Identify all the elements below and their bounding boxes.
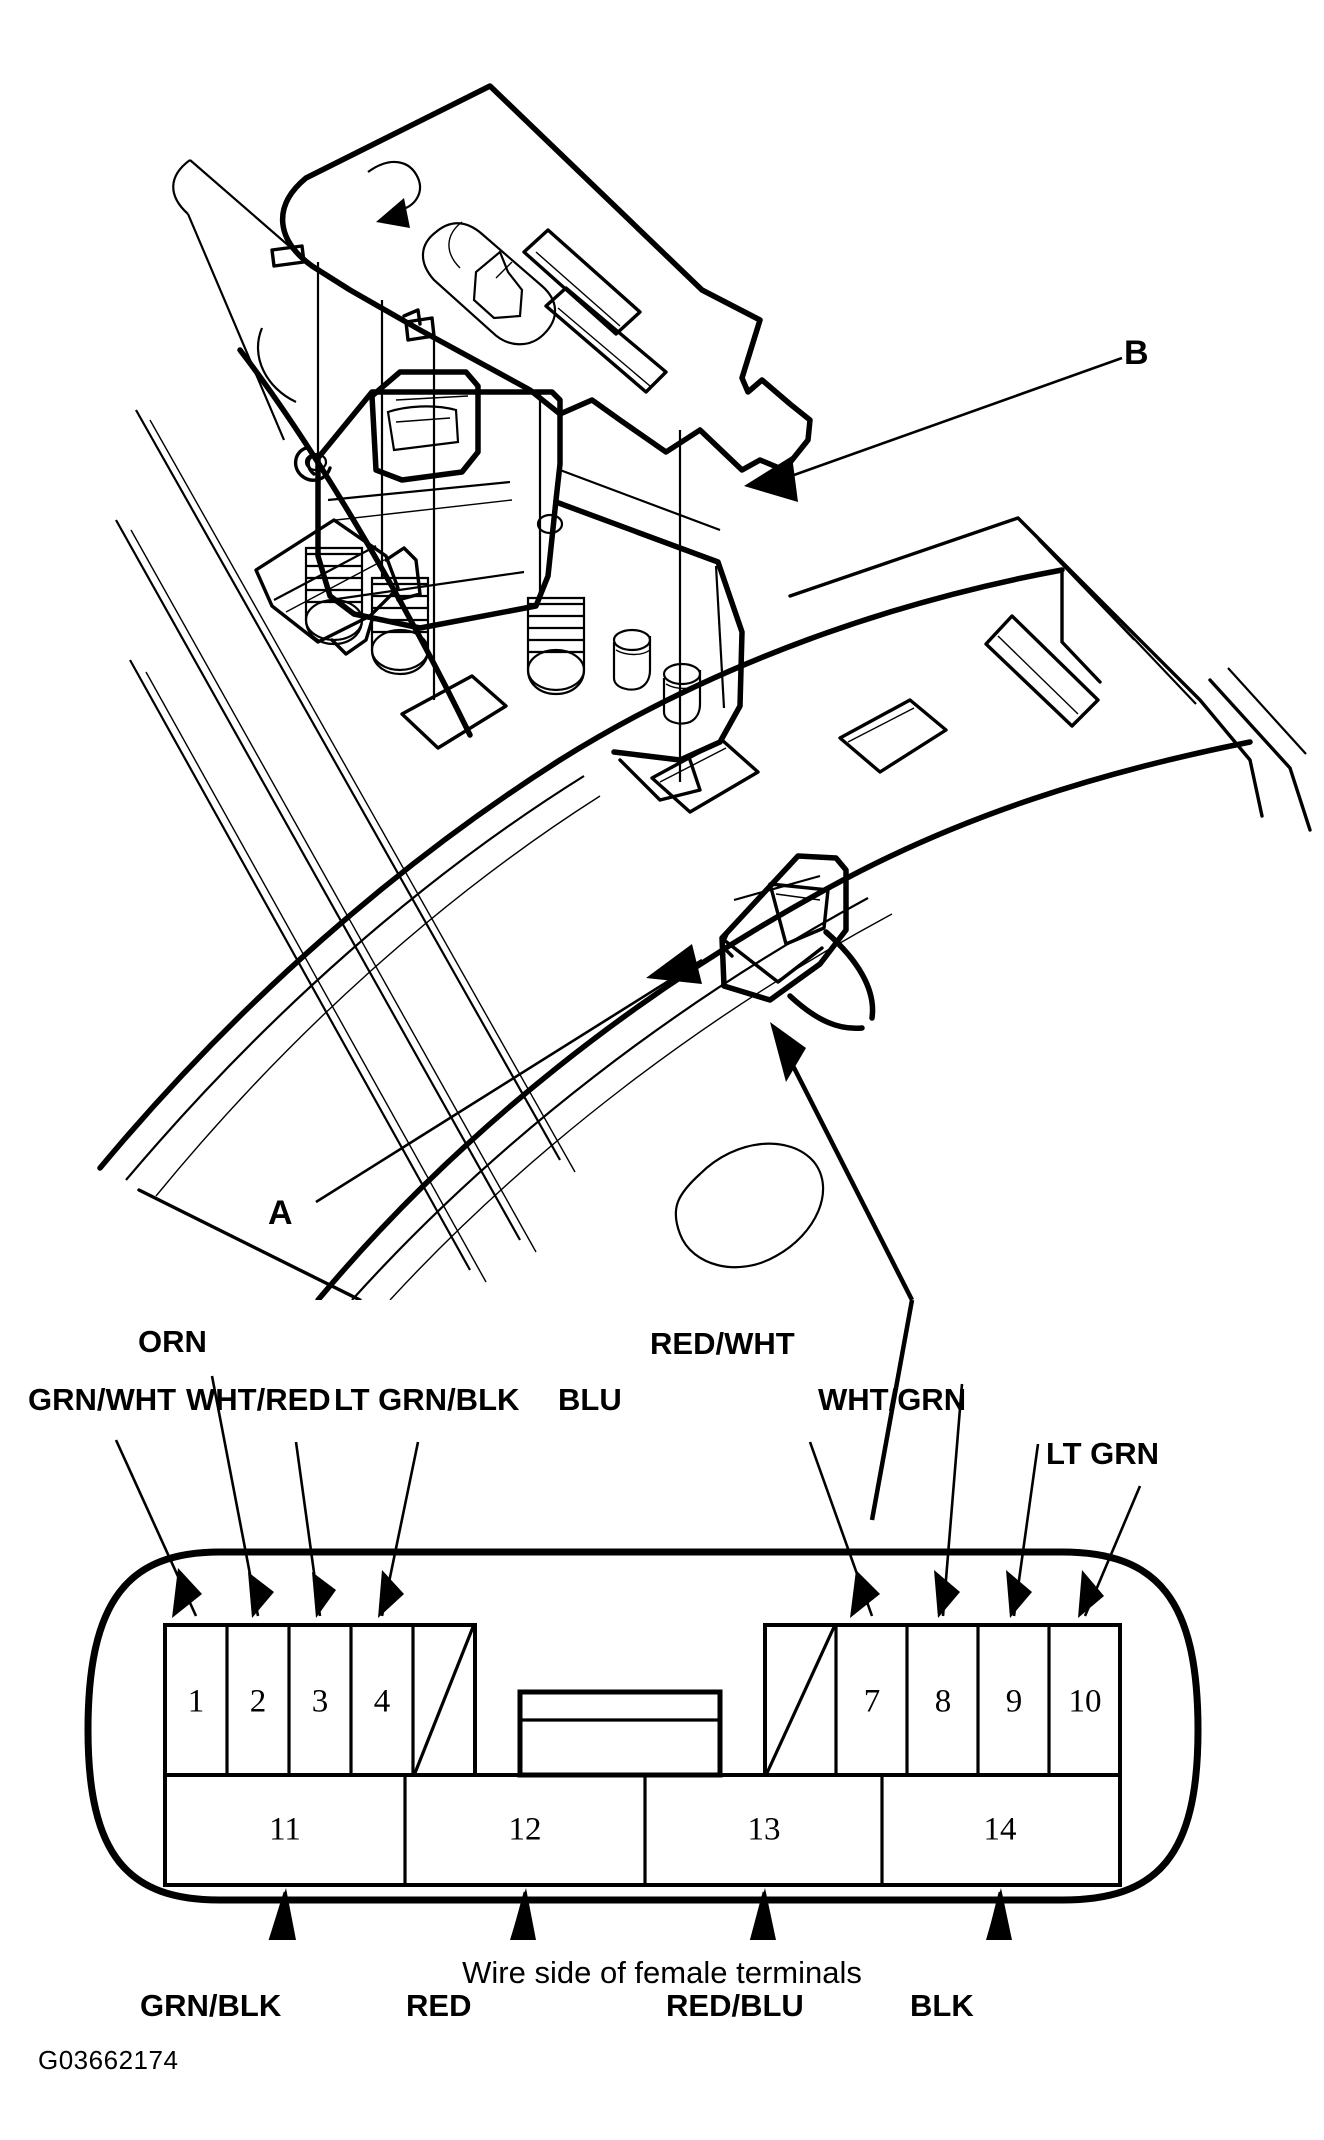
wire-label-red-wht: RED/WHT — [650, 1326, 795, 1361]
connector-key-tab — [517, 1689, 723, 1778]
wire-label-red: RED — [406, 1988, 472, 2023]
console-lid-panel — [172, 83, 813, 473]
connector-shell-outline — [84, 1548, 1202, 1904]
pin-number-13: 13 — [748, 1812, 781, 1848]
connector-to-pinout-leader — [770, 1022, 915, 1300]
bottom-wire-leaders — [268, 1888, 1012, 1940]
pin-number-14: 14 — [984, 1812, 1017, 1848]
pin-number-10: 10 — [1069, 1684, 1102, 1720]
console-exploded-illustration — [97, 83, 1312, 1300]
connector-pinout-diagram: 1 2 3 4 7 8 9 10 11 12 13 14 — [0, 1300, 1324, 1940]
wire-label-lt-grn: LT GRN — [1046, 1436, 1160, 1471]
leader-from-connector — [869, 1300, 915, 1521]
pin-number-8: 8 — [935, 1684, 952, 1720]
floor-contour-lines — [115, 347, 576, 1300]
pin-number-3: 3 — [312, 1684, 329, 1720]
top-row-pin-grid: 1 2 3 4 7 8 9 10 — [163, 1623, 1122, 1778]
wire-label-wht-red: WHT/RED — [186, 1382, 331, 1417]
figure-id: G03662174 — [38, 2045, 179, 2075]
callout-a-leader — [315, 944, 703, 1204]
wire-label-grn-wht: GRN/WHT — [28, 1382, 177, 1417]
pin-number-1: 1 — [188, 1684, 205, 1720]
wire-label-wht-grn: WHT/GRN — [818, 1382, 967, 1417]
wire-label-blk: BLK — [910, 1988, 974, 2023]
console-line-art — [97, 83, 1312, 1300]
screw-2 — [370, 576, 430, 676]
wire-label-red-blu: RED/BLU — [666, 1988, 804, 2023]
console-bracket — [294, 369, 745, 802]
pin-number-7: 7 — [864, 1684, 881, 1720]
floor-tunnel-structure — [97, 516, 1312, 1300]
figure-caption: Wire side of female terminals — [462, 1955, 862, 1990]
harness-connector — [719, 853, 876, 1032]
pin-number-9: 9 — [1006, 1684, 1023, 1720]
callout-b-leader — [744, 356, 1123, 502]
wire-label-orn: ORN — [138, 1324, 207, 1359]
callout-label-a: A — [268, 1194, 293, 1232]
wire-label-grn-blk: GRN/BLK — [140, 1988, 282, 2023]
wire-label-lt-grn-blk: LT GRN/BLK — [334, 1382, 520, 1417]
bottom-row-pin-grid: 11 12 13 14 — [163, 1773, 1122, 1887]
pin-number-11: 11 — [269, 1812, 301, 1848]
top-wire-leaders — [114, 1375, 1142, 1618]
wire-label-blu: BLU — [558, 1382, 622, 1417]
pin-number-2: 2 — [250, 1684, 267, 1720]
screw-3 — [526, 596, 586, 696]
callout-label-b: B — [1124, 334, 1149, 372]
connector-pinout-svg: 1 2 3 4 7 8 9 10 11 12 13 14 — [84, 1300, 1202, 1940]
pin-number-12: 12 — [509, 1812, 542, 1848]
pin-number-4: 4 — [374, 1684, 391, 1720]
